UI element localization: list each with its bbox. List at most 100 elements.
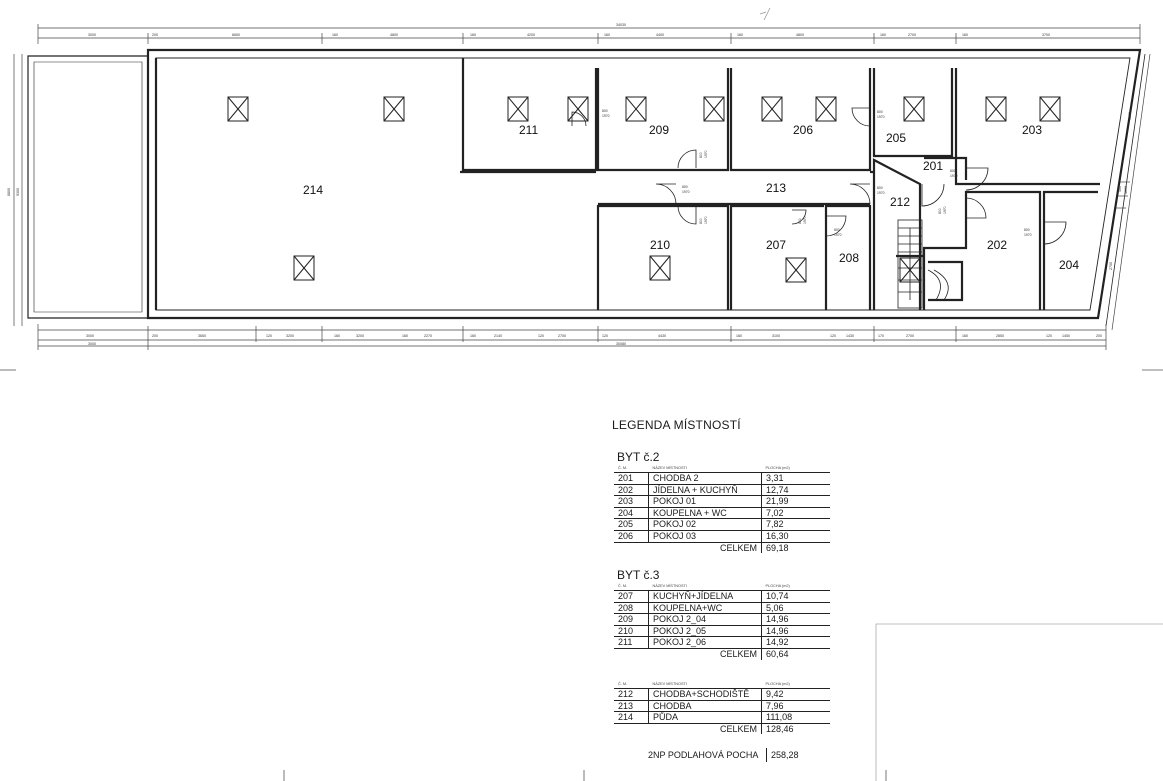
dim-bottom-11: 120 [538, 334, 544, 338]
dim-bottom-7: 160 [402, 334, 408, 338]
room-area: 14,92 [761, 636, 830, 649]
dim-bottom-6: 3200 [356, 334, 364, 338]
room-number: 204 [614, 507, 649, 520]
bottom-dimension-lines [37, 324, 1107, 350]
dim-top-2: 6650 [232, 33, 240, 37]
room-area: 9,42 [761, 688, 830, 701]
room-name: KOUPELNA + WC [648, 507, 762, 520]
dim-bottom-2: 3650 [198, 334, 206, 338]
door-2-h: 1970 [682, 190, 690, 194]
room-207-label: 207 [766, 238, 786, 252]
room-area: 111,08 [761, 711, 830, 724]
dim-bottom-25: 200 [1096, 334, 1102, 338]
dim-bottom-19: 170 [878, 334, 884, 338]
dim-bottom-16: 3100 [772, 334, 780, 338]
door-8-h: 1970 [943, 206, 947, 214]
room-area: 10,74 [761, 590, 830, 603]
dim-top-5: 160 [470, 33, 476, 37]
dim-left-0: 8800 [7, 188, 11, 196]
room-number: 213 [614, 700, 649, 713]
dim-top-11: 160 [880, 33, 886, 37]
room-number: 201 [614, 472, 649, 485]
room-number: 206 [614, 530, 649, 543]
room-number: 208 [614, 602, 649, 615]
room-name: POKOJ 2_06 [648, 636, 762, 649]
dim-top-13: 160 [962, 33, 968, 37]
skylight-icon [899, 257, 921, 283]
door-6-w: 800 [798, 218, 802, 224]
right-dimension-lines [1111, 53, 1151, 331]
dim-bottom-12: 2700 [558, 334, 566, 338]
dim-bottom-13: 120 [602, 334, 608, 338]
room-name: CHODBA+SCHODIŠTĚ [648, 688, 762, 701]
door-4-w: 800 [877, 110, 883, 114]
interior-walls [154, 58, 1100, 310]
door-8-w: 800 [938, 208, 942, 214]
dim-right-2: 1000 [1124, 186, 1128, 194]
room-number: 202 [614, 484, 649, 497]
room-203-label: 203 [1022, 123, 1042, 137]
skylight-icon [507, 96, 529, 122]
dim-bottom-20: 2700 [906, 334, 914, 338]
skylight-icon [625, 96, 647, 122]
total-label: CELKEM [719, 648, 757, 659]
total-value: 69,18 [761, 542, 830, 554]
room-number: 207 [614, 590, 649, 603]
door-10-w: 800 [1024, 228, 1030, 232]
door-labels: 800 1970 800 1970 800 1970 800 1970 800 … [602, 109, 1032, 237]
col-area-header: PLOCHA (m2) [761, 464, 830, 473]
dim-top-0: 3000 [88, 33, 96, 37]
room-number: 205 [614, 518, 649, 531]
building-outline [27, 48, 1146, 327]
room-202-label: 202 [987, 238, 1007, 252]
dim-bottom-9: 160 [470, 334, 476, 338]
page-marks [0, 7, 1163, 781]
room-name: CHODBA 2 [648, 472, 762, 485]
grand-total-value: 258,28 [766, 748, 803, 762]
dim-top-14: 3700 [1042, 33, 1050, 37]
total-label: CELKEM [719, 723, 757, 734]
dim-bottom-3: 120 [266, 334, 272, 338]
door-7-h: 1970 [834, 233, 842, 237]
room-number: 211 [614, 636, 649, 649]
dim-bottom-14: 4430 [658, 334, 666, 338]
door-4-h: 1970 [877, 115, 885, 119]
dim-bottom-5: 160 [334, 334, 340, 338]
room-area: 16,30 [761, 530, 830, 543]
dim-bottom-1: 200 [152, 334, 158, 338]
dim-bottom-24: 1450 [1062, 334, 1070, 338]
dim-bottom-8: 2270 [424, 334, 432, 338]
room-area: 3,31 [761, 472, 830, 485]
dim-top-7: 160 [604, 33, 610, 37]
skylight-icon [293, 255, 315, 281]
col-area-header: PLOCHA (m2) [761, 680, 830, 689]
col-area-header: PLOCHA (m2) [761, 582, 830, 591]
skylight-icon [785, 257, 807, 283]
dim-bottom-18: 1430 [846, 334, 854, 338]
col-num-header: Č. M. [614, 680, 649, 689]
top-dimension-texts: 3000 200 6650 160 4800 160 4200 160 4400… [88, 33, 1050, 37]
dim-top-8: 4400 [656, 33, 664, 37]
room-214-label: 214 [303, 183, 323, 197]
door-0-w: 800 [602, 109, 608, 113]
room-209-label: 209 [649, 123, 669, 137]
room-area: 7,96 [761, 700, 830, 713]
room-201-label: 201 [923, 159, 943, 173]
skylight-icon [903, 96, 925, 122]
door-2-w: 800 [682, 185, 688, 189]
room-213-label: 213 [766, 181, 786, 195]
door-9-w: 800 [950, 169, 956, 173]
dim-bottom-22: 2850 [996, 334, 1004, 338]
room-area: 12,74 [761, 484, 830, 497]
dim-bottom-23: 120 [1046, 334, 1052, 338]
dim-right-3: 2700 [1109, 262, 1113, 270]
skylight-icon [761, 96, 783, 122]
skylight-icon [703, 96, 725, 122]
